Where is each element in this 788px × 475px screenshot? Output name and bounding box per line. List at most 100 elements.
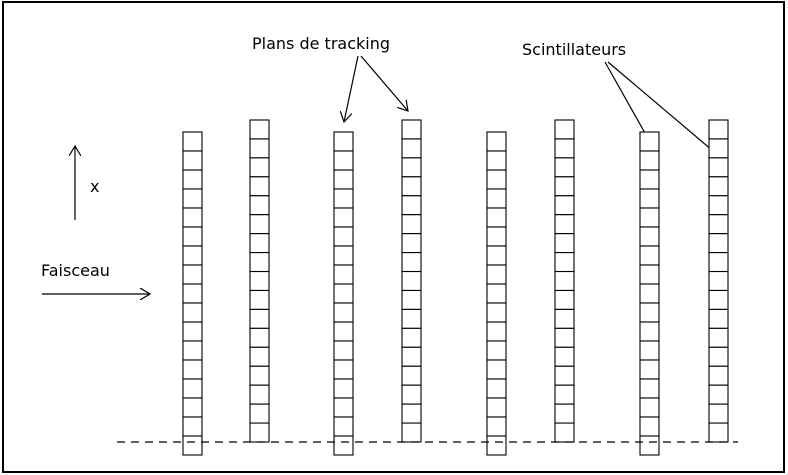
scintillator-cell (401, 346, 422, 367)
scintillator-cell (401, 308, 422, 329)
scintillator-cell (486, 397, 507, 418)
scintillator-cell (486, 359, 507, 380)
scintillator-cell (639, 340, 660, 361)
scintillator-cell (554, 327, 575, 348)
scintillator-cell (333, 416, 354, 437)
scintillator-cell (639, 264, 660, 285)
scintillator-cell (554, 195, 575, 216)
scintillator-cell (182, 226, 203, 247)
scintillator-cell (249, 157, 270, 178)
scintillator-cell (554, 346, 575, 367)
scintillator-cell (554, 308, 575, 329)
scintillator-cell (639, 321, 660, 342)
scintillator-cell (182, 359, 203, 380)
scintillator-cell (708, 233, 729, 254)
scintillator-cell (182, 340, 203, 361)
scintillator-cell (401, 195, 422, 216)
scintillator-cell (708, 346, 729, 367)
scintillator-cell (486, 226, 507, 247)
scintillator-cell (486, 378, 507, 399)
scintillator-cell (554, 214, 575, 235)
scintillator-cell (333, 340, 354, 361)
scintillator-cell (401, 422, 422, 443)
scintillator-cell (554, 138, 575, 159)
beam-label: Faisceau (41, 261, 110, 280)
scintillator-cell (333, 264, 354, 285)
scintillator-cell (708, 157, 729, 178)
scintillator-cell (554, 403, 575, 424)
scintillator-cell (182, 131, 203, 152)
scintillator-cell (486, 131, 507, 152)
scintillator-cell (486, 207, 507, 228)
scintillator-cell (401, 289, 422, 310)
scintillator-cell (182, 264, 203, 285)
tracking-plane (708, 119, 729, 443)
tracking-plane (486, 131, 507, 456)
scintillator-cell (554, 233, 575, 254)
scintillator-cell (554, 252, 575, 273)
scintillator-cell (554, 365, 575, 386)
scintillator-cell (249, 233, 270, 254)
tracking-arrow-right (360, 55, 408, 111)
scintillator-cell (708, 327, 729, 348)
scintillator-cell (401, 214, 422, 235)
scintillator-cell (182, 150, 203, 171)
tracking-plane (182, 131, 203, 456)
scintillator-cell (333, 188, 354, 209)
scintillator-cell (708, 195, 729, 216)
tracking-plane (401, 119, 422, 443)
tracking-plane (249, 119, 270, 443)
scintillator-cell (554, 384, 575, 405)
scintillator-cell (708, 384, 729, 405)
scintillator-cell (708, 289, 729, 310)
scintillator-pointer-left (604, 61, 651, 143)
scintillator-cell (249, 365, 270, 386)
scintillator-cell (708, 176, 729, 197)
scintillator-cell (401, 327, 422, 348)
scintillator-pointer-right (607, 61, 720, 157)
scintillator-cell (708, 403, 729, 424)
detector-planes (182, 119, 729, 456)
scintillator-cell (401, 157, 422, 178)
scintillator-cell (708, 270, 729, 292)
scintillators-label: Scintillateurs (522, 40, 626, 59)
scintillator-cell (401, 138, 422, 159)
scintillator-cell (486, 435, 507, 456)
scintillator-cell (401, 403, 422, 424)
scintillator-cell (708, 138, 729, 159)
scintillator-cell (249, 346, 270, 367)
scintillator-cell (554, 157, 575, 178)
scintillator-cell (182, 435, 203, 456)
scintillator-cell (182, 169, 203, 190)
scintillator-cell (249, 289, 270, 310)
scintillator-cell (486, 416, 507, 437)
scintillator-cell (333, 207, 354, 228)
scintillator-cell (401, 252, 422, 273)
scintillator-cell (182, 245, 203, 266)
scintillator-cell (333, 378, 354, 399)
scintillator-cell (486, 150, 507, 171)
scintillator-cell (333, 245, 354, 266)
scintillator-cell (401, 384, 422, 405)
scintillator-cell (639, 283, 660, 304)
scintillator-cell (333, 150, 354, 171)
scintillator-cell (708, 119, 729, 140)
scintillator-cell (486, 264, 507, 285)
scintillator-cell (639, 397, 660, 418)
scintillator-cell (249, 176, 270, 197)
scintillator-cell (639, 378, 660, 399)
scintillator-cell (182, 283, 203, 304)
scintillator-cell (401, 365, 422, 386)
scintillator-cell (182, 378, 203, 399)
scintillator-cell (639, 435, 660, 456)
scintillator-cell (333, 321, 354, 342)
scintillator-cell (554, 176, 575, 197)
scintillator-cell (708, 365, 729, 386)
scintillator-cell (708, 214, 729, 235)
scintillator-cell (486, 283, 507, 304)
scintillator-cell (486, 188, 507, 209)
tracking-arrow-left (344, 55, 359, 122)
scintillator-cell (401, 176, 422, 197)
